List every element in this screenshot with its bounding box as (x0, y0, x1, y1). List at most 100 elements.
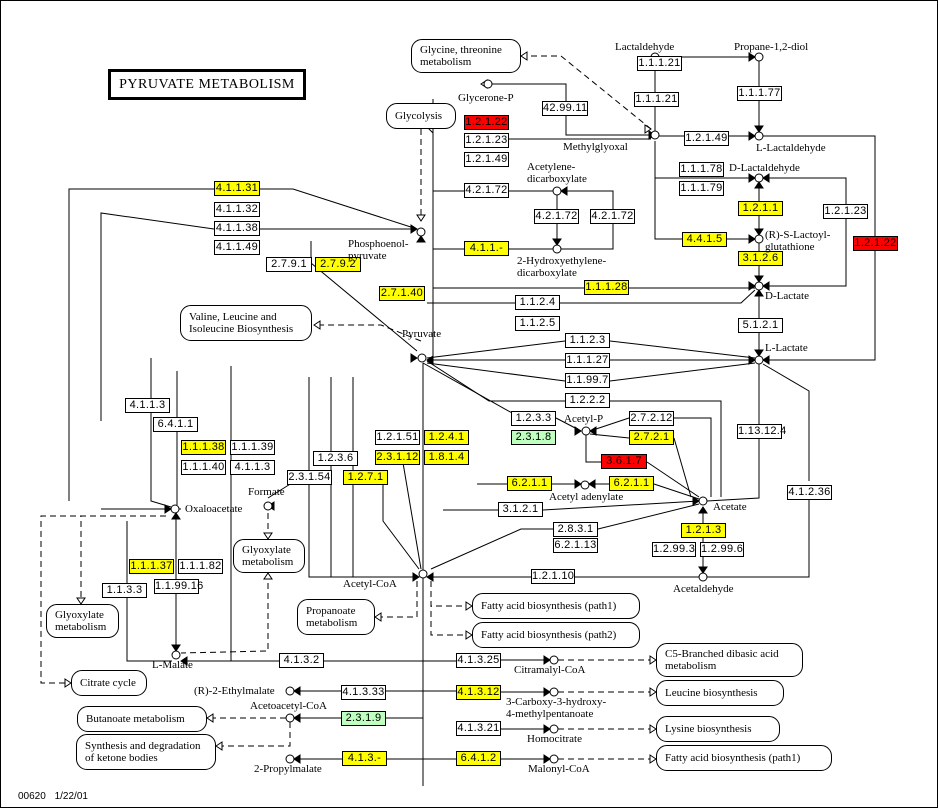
enzyme-box-1-1-2-3[interactable]: 1.1.2.3 (565, 333, 610, 348)
enzyme-box-2-7-2-12[interactable]: 2.7.2.12 (629, 411, 674, 426)
enzyme-box-1-1-1-77[interactable]: 1.1.1.77 (737, 86, 782, 101)
compound-label-hydroxyethylene[interactable]: 2-Hydroxyethylene- dicarboxylate (517, 255, 607, 279)
enzyme-box-1-2-1-23[interactable]: 1.2.1.23 (464, 133, 509, 148)
compound-label-propanediol[interactable]: Propane-1,2-diol (734, 41, 809, 53)
enzyme-box-1-1-99-16[interactable]: 1.1.99.16 (154, 579, 204, 594)
enzyme-box-4-1-3-25[interactable]: 4.1.3.25 (456, 653, 501, 668)
enzyme-box-1-1-1-82[interactable]: 1.1.1.82 (178, 559, 223, 574)
pathway-link-leucine[interactable]: Leucine biosynthesis (656, 680, 784, 706)
pathway-link-fa2[interactable]: Fatty acid biosynthesis (path2) (472, 622, 640, 648)
enzyme-box-1-2-99-6[interactable]: 1.2.99.6 (700, 542, 744, 557)
enzyme-box-2-7-9-2[interactable]: 2.7.9.2 (315, 257, 361, 272)
enzyme-box-2-7-9-1[interactable]: 2.7.9.1 (266, 257, 312, 272)
compound-label-formate[interactable]: Formate (248, 486, 285, 498)
pathway-link-fa1[interactable]: Fatty acid biosynthesis (path1) (472, 593, 640, 619)
compound-label-pyruvate[interactable]: Pyruvate (402, 328, 442, 340)
enzyme-box-4-1-1-32[interactable]: 4.1.1.32 (214, 202, 260, 217)
enzyme-box-1-2-1-51[interactable]: 1.2.1.51 (375, 430, 420, 445)
compound-label-acetylcoa[interactable]: Acetyl-CoA (343, 578, 397, 590)
enzyme-box-1-13-12-4[interactable]: 1.13.12.4 (737, 424, 787, 439)
compound-label-acetyladenylate[interactable]: Acetyl adenylate (549, 491, 624, 503)
compound-label-ethylmalate[interactable]: (R)-2-Ethylmalate (194, 685, 275, 697)
enzyme-box-1-2-1-49[interactable]: 1.2.1.49 (464, 152, 509, 167)
enzyme-box-4-1-1--[interactable]: 4.1.1.- (464, 241, 509, 256)
enzyme-box-4-2-1-72[interactable]: 4.2.1.72 (464, 183, 509, 198)
enzyme-box-1-1-3-3[interactable]: 1.1.3.3 (102, 583, 147, 598)
pathway-link-propanoate[interactable]: Propanoate metabolism (297, 599, 375, 635)
enzyme-box-4-1-2-36[interactable]: 4.1.2.36 (787, 485, 832, 500)
enzyme-box-2-3-1-12[interactable]: 2.3.1.12 (375, 450, 420, 465)
enzyme-box-2-7-1-40[interactable]: 2.7.1.40 (379, 286, 425, 301)
compound-label-acetate[interactable]: Acetate (713, 501, 747, 513)
enzyme-box-4-4-1-5[interactable]: 4.4.1.5 (682, 232, 727, 247)
enzyme-box-4-1-3-33[interactable]: 4.1.3.33 (341, 685, 386, 700)
compound-label-llactate[interactable]: L-Lactate (765, 342, 808, 354)
compound-label-homocitrate[interactable]: Homocitrate (527, 733, 582, 745)
enzyme-box-1-1-1-21[interactable]: 1.1.1.21 (637, 56, 682, 71)
enzyme-box-1-1-1-79[interactable]: 1.1.1.79 (679, 181, 724, 196)
enzyme-box-1-2-1-1[interactable]: 1.2.1.1 (738, 201, 783, 216)
compound-label-dlactate[interactable]: D-Lactate (765, 290, 809, 302)
enzyme-box-4-2-1-72[interactable]: 4.2.1.72 (534, 209, 579, 224)
enzyme-box-1-2-99-3[interactable]: 1.2.99.3 (652, 542, 696, 557)
enzyme-box-1-2-2-2[interactable]: 1.2.2.2 (565, 393, 610, 408)
enzyme-box-1-2-3-6[interactable]: 1.2.3.6 (313, 451, 358, 466)
compound-label-malonylcoa[interactable]: Malonyl-CoA (528, 763, 590, 775)
enzyme-box-4-1-1-49[interactable]: 4.1.1.49 (214, 240, 260, 255)
pathway-link-ketone[interactable]: Synthesis and degradation of ketone bodi… (76, 734, 216, 770)
enzyme-box-3-1-2-6[interactable]: 3.1.2.6 (738, 251, 783, 266)
enzyme-box-4-1-3-21[interactable]: 4.1.3.21 (456, 721, 501, 736)
enzyme-box-2-7-2-1[interactable]: 2.7.2.1 (629, 430, 674, 445)
pathway-link-glycine[interactable]: Glycine, threonine metabolism (411, 39, 521, 73)
enzyme-box-6-4-1-2[interactable]: 6.4.1.2 (456, 751, 501, 766)
enzyme-box-2-3-1-8[interactable]: 2.3.1.8 (511, 430, 556, 445)
compound-label-lmalate[interactable]: L-Malate (152, 659, 193, 671)
enzyme-box-6-2-1-13[interactable]: 6.2.1.13 (553, 538, 598, 553)
enzyme-box-1-1-1-39[interactable]: 1.1.1.39 (230, 440, 275, 455)
pathway-link-valine[interactable]: Valine, Leucine and Isoleucine Biosynthe… (180, 305, 312, 341)
compound-label-acetylP[interactable]: Acetyl-P (564, 413, 604, 425)
enzyme-box-6-2-1-1[interactable]: 6.2.1.1 (507, 476, 552, 491)
enzyme-box-6-2-1-1[interactable]: 6.2.1.1 (609, 476, 654, 491)
enzyme-box-6-4-1-1[interactable]: 6.4.1.1 (153, 417, 198, 432)
pathway-link-citrate[interactable]: Citrate cycle (71, 670, 147, 696)
enzyme-box-1-2-1-23[interactable]: 1.2.1.23 (823, 204, 868, 219)
pathway-link-lysine[interactable]: Lysine biosynthesis (656, 716, 780, 742)
enzyme-box-4-1-1-38[interactable]: 4.1.1.38 (214, 221, 260, 236)
compound-label-pep[interactable]: Phosphoenol- pyruvate (348, 238, 409, 262)
compound-label-methylglyoxal[interactable]: Methylglyoxal (563, 141, 628, 153)
enzyme-box-4-2-1-72[interactable]: 4.2.1.72 (590, 209, 635, 224)
enzyme-box-5-1-2-1[interactable]: 5.1.2.1 (738, 318, 783, 333)
compound-label-acetaldehyde[interactable]: Acetaldehyde (673, 583, 734, 595)
enzyme-box-3-6-1-7[interactable]: 3.6.1.7 (601, 454, 647, 469)
enzyme-box-1-1-1-78[interactable]: 1.1.1.78 (679, 162, 724, 177)
pathway-link-glyox2[interactable]: Glyoxylate metabolism (233, 539, 305, 573)
compound-label-lactoylglut[interactable]: (R)-S-Lactoyl- glutathione (765, 229, 831, 253)
enzyme-box-42-99-11[interactable]: 42.99.11 (542, 101, 588, 116)
enzyme-box-3-1-2-1[interactable]: 3.1.2.1 (498, 502, 543, 517)
enzyme-box-1-2-4-1[interactable]: 1.2.4.1 (424, 430, 469, 445)
enzyme-box-4-1-1-3[interactable]: 4.1.1.3 (125, 398, 170, 413)
enzyme-box-1-2-1-10[interactable]: 1.2.1.10 (531, 569, 575, 584)
enzyme-box-1-1-99-7[interactable]: 1.1.99.7 (565, 373, 610, 388)
enzyme-box-1-1-1-21[interactable]: 1.1.1.21 (634, 92, 679, 107)
pathway-link-fa1b[interactable]: Fatty acid biosynthesis (path1) (656, 745, 832, 771)
enzyme-box-1-2-3-3[interactable]: 1.2.3.3 (511, 411, 556, 426)
compound-label-acetylenedicarb[interactable]: Acetylene- dicarboxylate (527, 161, 587, 185)
enzyme-box-4-1-1-3[interactable]: 4.1.1.3 (230, 460, 275, 475)
enzyme-box-1-2-7-1[interactable]: 1.2.7.1 (343, 470, 388, 485)
compound-label-propylmalate[interactable]: 2-Propylmalate (254, 763, 322, 775)
enzyme-box-4-1-3-2[interactable]: 4.1.3.2 (279, 653, 324, 668)
pathway-link-butanoate[interactable]: Butanoate metabolism (77, 706, 207, 732)
pathway-link-c5[interactable]: C5-Branched dibasic acid metabolism (656, 643, 803, 677)
enzyme-box-1-1-1-27[interactable]: 1.1.1.27 (565, 353, 610, 368)
compound-label-carboxyhydroxy[interactable]: 3-Carboxy-3-hydroxy- 4-methylpentanoate (506, 696, 607, 720)
enzyme-box-1-2-1-22[interactable]: 1.2.1.22 (853, 236, 898, 251)
pathway-link-glyox1[interactable]: Glyoxylate metabolism (46, 604, 119, 638)
enzyme-box-1-1-1-38[interactable]: 1.1.1.38 (181, 440, 226, 455)
compound-label-citramalylcoa[interactable]: Citramalyl-CoA (514, 664, 586, 676)
enzyme-box-1-2-1-3[interactable]: 1.2.1.3 (681, 523, 726, 538)
enzyme-box-1-2-1-22[interactable]: 1.2.1.22 (464, 115, 509, 130)
enzyme-box-1-1-2-4[interactable]: 1.1.2.4 (515, 295, 560, 310)
enzyme-box-2-3-1-9[interactable]: 2.3.1.9 (341, 711, 386, 726)
